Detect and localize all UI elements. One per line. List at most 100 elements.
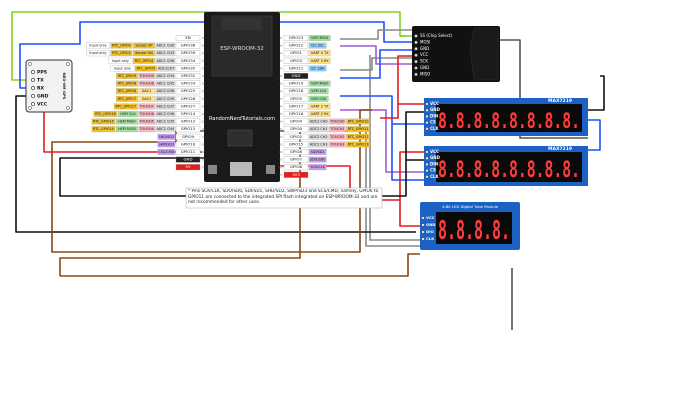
pin-tag-box: [308, 57, 331, 64]
pin-box: [283, 88, 309, 95]
pin-tag-box: [346, 126, 371, 133]
pin-tag-box: [346, 118, 371, 125]
pin-pad: [201, 112, 205, 116]
tube-pin-label: DIO: [426, 229, 435, 234]
pin-box: [175, 126, 201, 133]
pin-tag-rtc-gpio5: RTC_GPIO5: [137, 66, 156, 70]
pin-pad: [201, 52, 205, 55]
pin-tag-rtc-gpio16: RTC_GPIO16: [95, 112, 116, 116]
pin-label: GPIO13: [181, 126, 196, 131]
pin-tag-swp-sd3: SWP/SD3: [159, 142, 175, 146]
pin-tag-box: [135, 65, 157, 72]
sd-pin-label: GND: [420, 46, 429, 51]
max1-chip-label: MAX7219: [548, 98, 572, 104]
gps-name: NEO-6M GPS: [62, 72, 67, 99]
pin-pad: [279, 173, 283, 176]
pin-pad: [279, 128, 283, 131]
pin-tag-box: [138, 80, 155, 87]
pin-tag-box: [138, 88, 155, 95]
gps-pin-label: PPS: [37, 70, 47, 76]
pin-tag-i2c-scl: I2C SCL: [311, 44, 324, 48]
pin-tag-vspi-clk: VSPI CLK: [311, 89, 327, 93]
pin-tag-box: [155, 111, 176, 117]
pin-box: [283, 149, 309, 155]
pin-tag-box: [93, 111, 118, 117]
pin-box: [175, 118, 201, 125]
sd-pin-label: MOSI: [420, 39, 430, 44]
pin-gnd-left: GND: [175, 156, 205, 163]
pin-box: [283, 118, 309, 125]
pin-box: [283, 65, 309, 72]
tube-display: 4-Bit LED Digital Tube Module 8.8.8.8. V…: [420, 202, 520, 250]
pin-tag-rtc-gpio12: RTC_GPIO12: [348, 135, 369, 139]
pin-3v3-right: 3V3: [279, 172, 309, 178]
pin-pad: [279, 143, 283, 146]
pin-tag-rtc-gpio10: RTC_GPIO10: [348, 120, 369, 124]
pin-box: [283, 133, 309, 140]
wire-gray-3: [369, 55, 420, 241]
max_display_2-pin-gnd: GND: [425, 155, 441, 160]
pin-tag-box: [155, 42, 176, 49]
pin-label: GPIO17: [289, 103, 304, 108]
pin-tag-box: [308, 141, 329, 148]
chip-regulator: [227, 129, 253, 147]
pin-tag-adc2-ch0: ADC2 CH0: [310, 120, 328, 124]
pin-tag-box: [138, 126, 155, 133]
pin-tag-vspi-miso: VSPI MISO: [311, 82, 329, 86]
pin-label: GPIO11: [181, 149, 196, 154]
pin-tag-adc2-ch7: ADC2 CH7: [156, 104, 174, 108]
pin-tag-box: [138, 103, 155, 110]
pin-pad: [201, 82, 205, 85]
wire-red-max1b: [380, 103, 404, 119]
pin-box: [175, 111, 201, 117]
pin-tag-box: [308, 42, 327, 49]
pin-box: [283, 42, 309, 49]
wire-red-sd: [397, 55, 414, 104]
pin-label: GPIO7: [290, 157, 303, 162]
max_display_1-pin-cs: CS: [425, 120, 436, 125]
pin-tag-dac1: DAC1: [142, 89, 151, 93]
pin-box: [283, 126, 309, 133]
pin-tag-rtc-gpio13: RTC_GPIO13: [348, 142, 369, 146]
pin-tag-touch2: TOUCH2: [329, 135, 344, 139]
pin-tag-box: [86, 42, 110, 49]
max-pin-label: CS: [430, 120, 436, 125]
pin-tag-box: [155, 73, 176, 79]
pin-pad: [279, 67, 283, 70]
pin-tag-rtc-gpio11: RTC_GPIO11: [348, 127, 369, 131]
pin-pad: [279, 90, 283, 93]
pin-tag-box: [155, 103, 176, 110]
pin-tag-box: [113, 103, 138, 110]
pin-tag-touch8: TOUCH8: [138, 82, 153, 86]
pin-pad: [201, 150, 205, 154]
pin-tag-adc2-ch8: ADC2 CH8: [156, 89, 174, 93]
pin-box: [175, 149, 201, 155]
pin-pad: [279, 74, 283, 78]
pin-tag-touch7: TOUCH7: [138, 104, 153, 108]
pin-tag-box: [308, 50, 331, 57]
pin-box: [283, 111, 309, 117]
pin-label: GPIO16: [289, 111, 304, 116]
pin-tag-sck-clk: SCK/CLK: [310, 165, 325, 169]
pin-label: GPIO9: [182, 134, 195, 139]
pin-pad: [201, 105, 205, 108]
pin-tag-vspi-mosi: VSPI MOSI: [311, 36, 328, 40]
sd-pin-label: MISO: [420, 71, 430, 76]
pin-box: [175, 156, 201, 163]
pin-tag-box: [116, 126, 138, 133]
pin-box: [283, 50, 309, 57]
max_display_2-pin-din: DIN: [425, 161, 438, 166]
pin-tag-box: [346, 141, 371, 148]
pin-tag-box: [155, 57, 176, 64]
pin-tag-box: [308, 164, 327, 171]
pin-tag-box: [110, 65, 135, 72]
pin-tag-adc2-ch9: ADC2 CH9: [156, 97, 174, 101]
pin-tag-touch6: TOUCH6: [138, 112, 153, 116]
gps-pin-pps: PPS: [31, 70, 47, 76]
tube-pin-vcc: VCC: [421, 215, 435, 220]
